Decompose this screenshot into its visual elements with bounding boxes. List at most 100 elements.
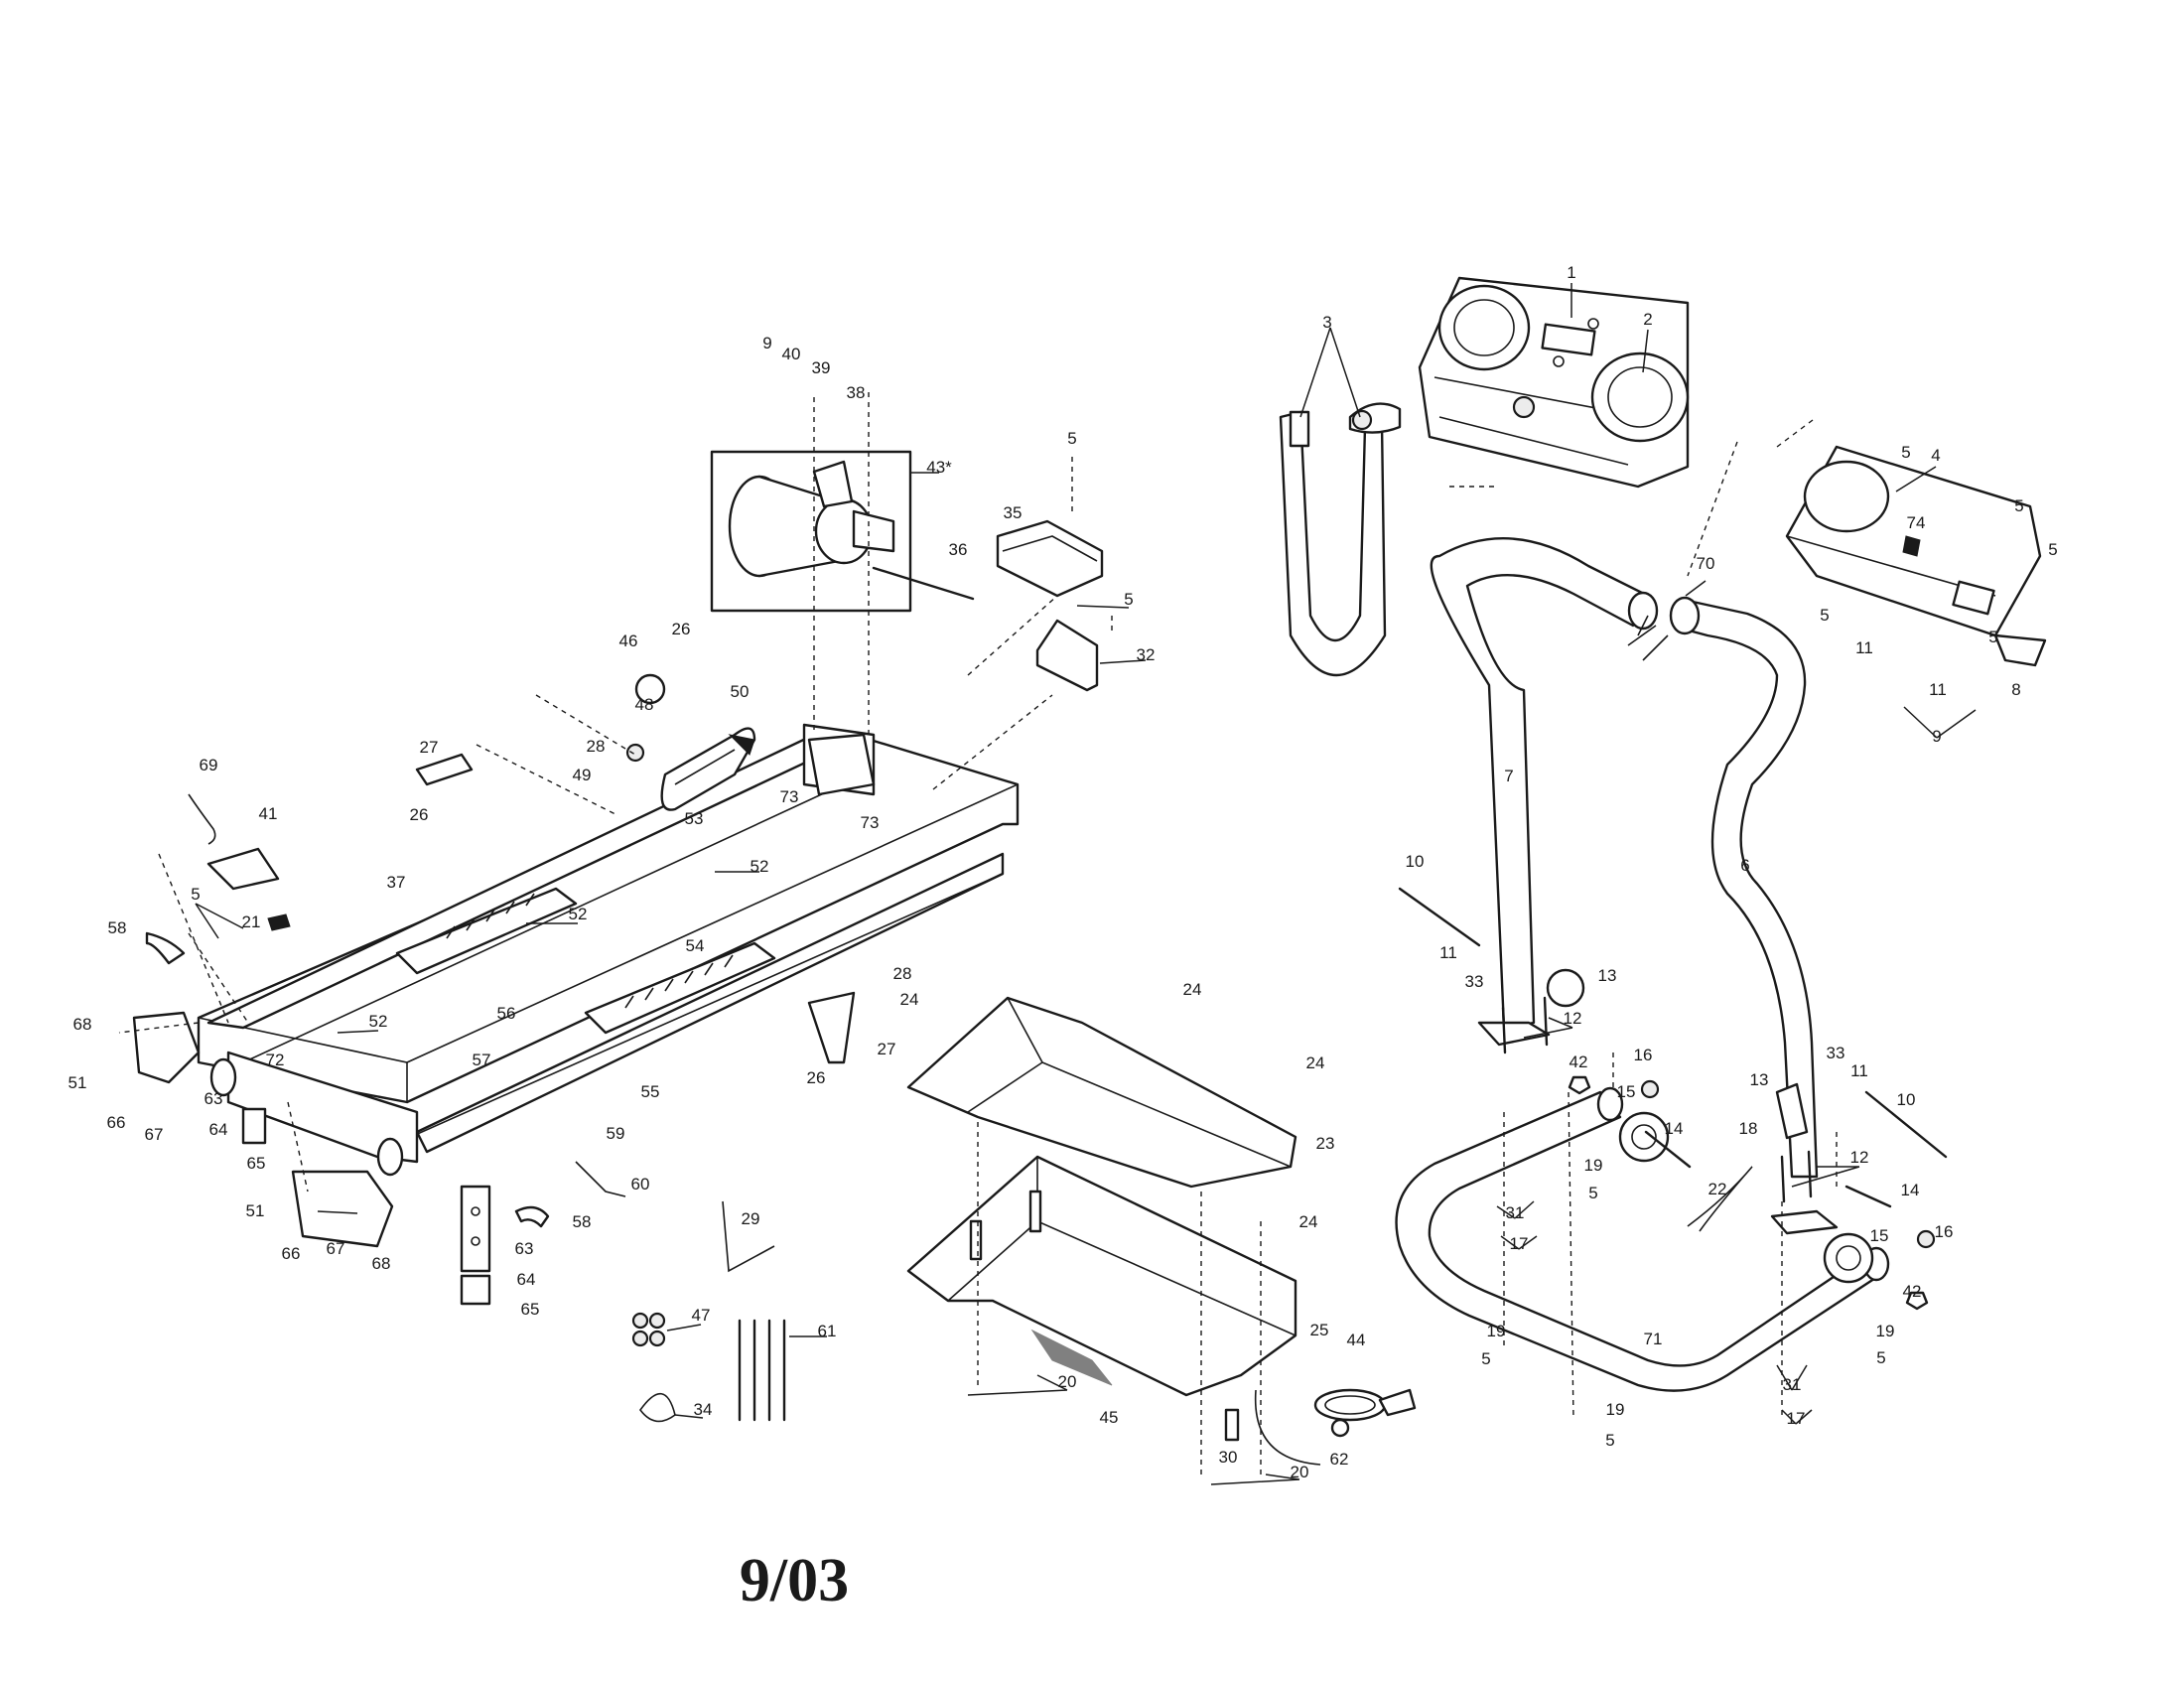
part-callout: 66 — [107, 1113, 126, 1132]
part-callout: 44 — [1347, 1331, 1366, 1349]
part-callout: 11 — [1439, 943, 1457, 962]
part-callout: 11 — [1929, 680, 1947, 699]
part-callout: 70 — [1697, 554, 1715, 573]
part-callout: 27 — [420, 738, 439, 757]
part-callout: 59 — [607, 1124, 625, 1143]
part-callout: 4 — [1931, 446, 1940, 465]
part-callout: 1 — [1567, 263, 1575, 282]
motor-assembly — [710, 450, 912, 613]
part-callout: 35 — [1004, 503, 1023, 522]
part-callout: 67 — [145, 1125, 164, 1144]
part-callout: 63 — [515, 1239, 534, 1258]
part-callout: 15 — [1617, 1082, 1636, 1101]
part-callout: 28 — [893, 964, 912, 983]
part-callout: 5 — [1067, 429, 1076, 448]
part-callout: 40 — [782, 345, 801, 363]
upright-left — [1430, 537, 1659, 1030]
safety-key — [1279, 402, 1402, 676]
part-callout: 51 — [246, 1201, 265, 1220]
part-callout: 56 — [497, 1004, 516, 1023]
part-callout: 52 — [369, 1012, 388, 1031]
part-callout: 68 — [372, 1254, 391, 1273]
part-callout: 24 — [1299, 1212, 1318, 1231]
base-hardware — [1477, 968, 1936, 1311]
part-callout: 7 — [1504, 767, 1513, 785]
part-callout: 13 — [1598, 966, 1617, 985]
part-callout: 27 — [878, 1040, 896, 1058]
part-callout: 19 — [1487, 1322, 1506, 1340]
part-callout: 68 — [73, 1015, 92, 1034]
assembly-guides — [118, 392, 1838, 1479]
part-callout: 16 — [1935, 1222, 1954, 1241]
part-callout: 2 — [1643, 310, 1652, 329]
part-callout: 26 — [410, 805, 429, 824]
part-callout: 10 — [1897, 1090, 1916, 1109]
part-callout: 42 — [1570, 1052, 1588, 1071]
part-callout: 23 — [1316, 1134, 1335, 1153]
bolts — [1398, 887, 1948, 1232]
part-callout: 10 — [1406, 852, 1425, 871]
part-callout: 5 — [1605, 1431, 1614, 1450]
part-callout: 31 — [1783, 1375, 1802, 1394]
part-callout: 5 — [1820, 606, 1829, 625]
part-callout: 33 — [1827, 1044, 1845, 1062]
leader-lines — [195, 283, 1977, 1485]
part-callout: 19 — [1584, 1156, 1603, 1175]
motor-controller — [996, 519, 1104, 598]
part-callout: 30 — [1219, 1448, 1238, 1467]
part-callout: 6 — [1740, 856, 1749, 875]
bracket-32 — [1035, 619, 1099, 692]
part-callout: 31 — [1506, 1203, 1525, 1222]
motor-hood — [906, 996, 1297, 1189]
main-frame — [197, 723, 1020, 1306]
part-callout: 60 — [631, 1175, 650, 1193]
console-assembly — [1418, 276, 1690, 489]
part-callout: 26 — [807, 1068, 826, 1087]
step-rail-slots — [446, 893, 734, 1009]
part-callout: 26 — [672, 620, 691, 638]
base-pan — [906, 1155, 1297, 1397]
part-callout: 41 — [259, 804, 278, 823]
part-callout: 53 — [685, 809, 704, 828]
part-callout: 72 — [266, 1051, 285, 1069]
part-callout: 62 — [1330, 1450, 1349, 1469]
part-callout: 64 — [209, 1120, 228, 1139]
part-callout: 14 — [1901, 1181, 1920, 1199]
part-callout: 69 — [200, 756, 218, 774]
part-callout: 19 — [1606, 1400, 1625, 1419]
part-callout: 19 — [1876, 1322, 1895, 1340]
part-callout: 17 — [1787, 1409, 1806, 1428]
upright-right — [1627, 596, 1819, 1179]
part-callout: 5 — [1588, 1184, 1597, 1202]
part-callout: 66 — [282, 1244, 301, 1263]
part-callout: 5 — [2048, 540, 2057, 559]
part-callout: 5 — [1901, 443, 1910, 462]
part-callout: 37 — [387, 873, 406, 892]
part-callout: 12 — [1850, 1148, 1869, 1167]
part-callout: 20 — [1058, 1372, 1077, 1391]
part-callout: 65 — [521, 1300, 540, 1319]
part-callout: 21 — [242, 912, 261, 931]
part-callout: 3 — [1322, 313, 1331, 332]
part-callout: 73 — [780, 787, 799, 806]
part-callout: 11 — [1850, 1061, 1868, 1080]
part-callout: 73 — [861, 813, 880, 832]
part-callout: 5 — [1481, 1349, 1490, 1368]
part-callout: 50 — [731, 682, 750, 701]
small-parts-left — [145, 673, 856, 1228]
part-callout: 22 — [1708, 1180, 1727, 1198]
part-callout: 20 — [1291, 1463, 1309, 1481]
part-callout: 54 — [686, 936, 705, 955]
deck-box — [807, 733, 876, 796]
part-callout: 38 — [847, 383, 866, 402]
part-callout: 64 — [517, 1270, 536, 1289]
console-base — [1785, 445, 2047, 667]
part-callout: 12 — [1564, 1009, 1582, 1028]
power-cord — [1224, 1388, 1417, 1466]
part-callout: 25 — [1310, 1321, 1329, 1339]
part-callout: 49 — [573, 766, 592, 784]
part-callout: 67 — [327, 1239, 345, 1258]
part-callout: 5 — [191, 885, 200, 904]
part-callout: 5 — [1988, 628, 1997, 646]
